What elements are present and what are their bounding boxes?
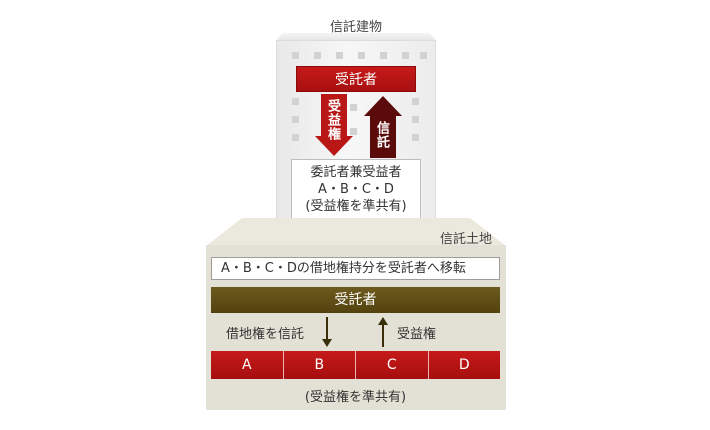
trust-up-arrow: [364, 96, 402, 158]
building-title: 信託建物: [329, 20, 382, 35]
settlor-line-3: (受益権を準共有): [305, 199, 407, 214]
beneficiary-arrow-label: 受益権: [325, 99, 340, 141]
settlor-beneficiary-box: 委託者兼受益者 A・B・C・D (受益権を準共有): [291, 159, 421, 225]
land-benefit-up-arrow: [378, 317, 388, 347]
trust-arrow-label: 信託: [374, 121, 389, 149]
leasehold-trust-label: 借地権を信託: [226, 327, 305, 342]
land-trustee-box: 受託者: [211, 287, 500, 313]
land-title: 信託土地: [440, 232, 493, 247]
leasehold-transfer-note: A・B・C・Dの借地権持分を受託者へ移転: [211, 257, 500, 280]
land-share-note: (受益権を準共有): [304, 390, 407, 405]
party-d: D: [428, 351, 500, 379]
beneficiary-parties-row: A B C D: [211, 351, 500, 379]
party-b: B: [283, 351, 356, 379]
land-benefit-label: 受益権: [397, 327, 437, 342]
leasehold-trust-down-arrow: [322, 317, 332, 347]
beneficiary-right-down-arrow: [315, 94, 353, 156]
settlor-line-2: A・B・C・D: [318, 182, 394, 197]
settlor-line-1: 委託者兼受益者: [310, 165, 402, 180]
building-roof: [276, 33, 436, 41]
party-c: C: [356, 351, 429, 379]
building-trustee-box: 受託者: [296, 66, 416, 92]
party-a: A: [211, 351, 284, 379]
land-top-surface: [206, 218, 506, 246]
